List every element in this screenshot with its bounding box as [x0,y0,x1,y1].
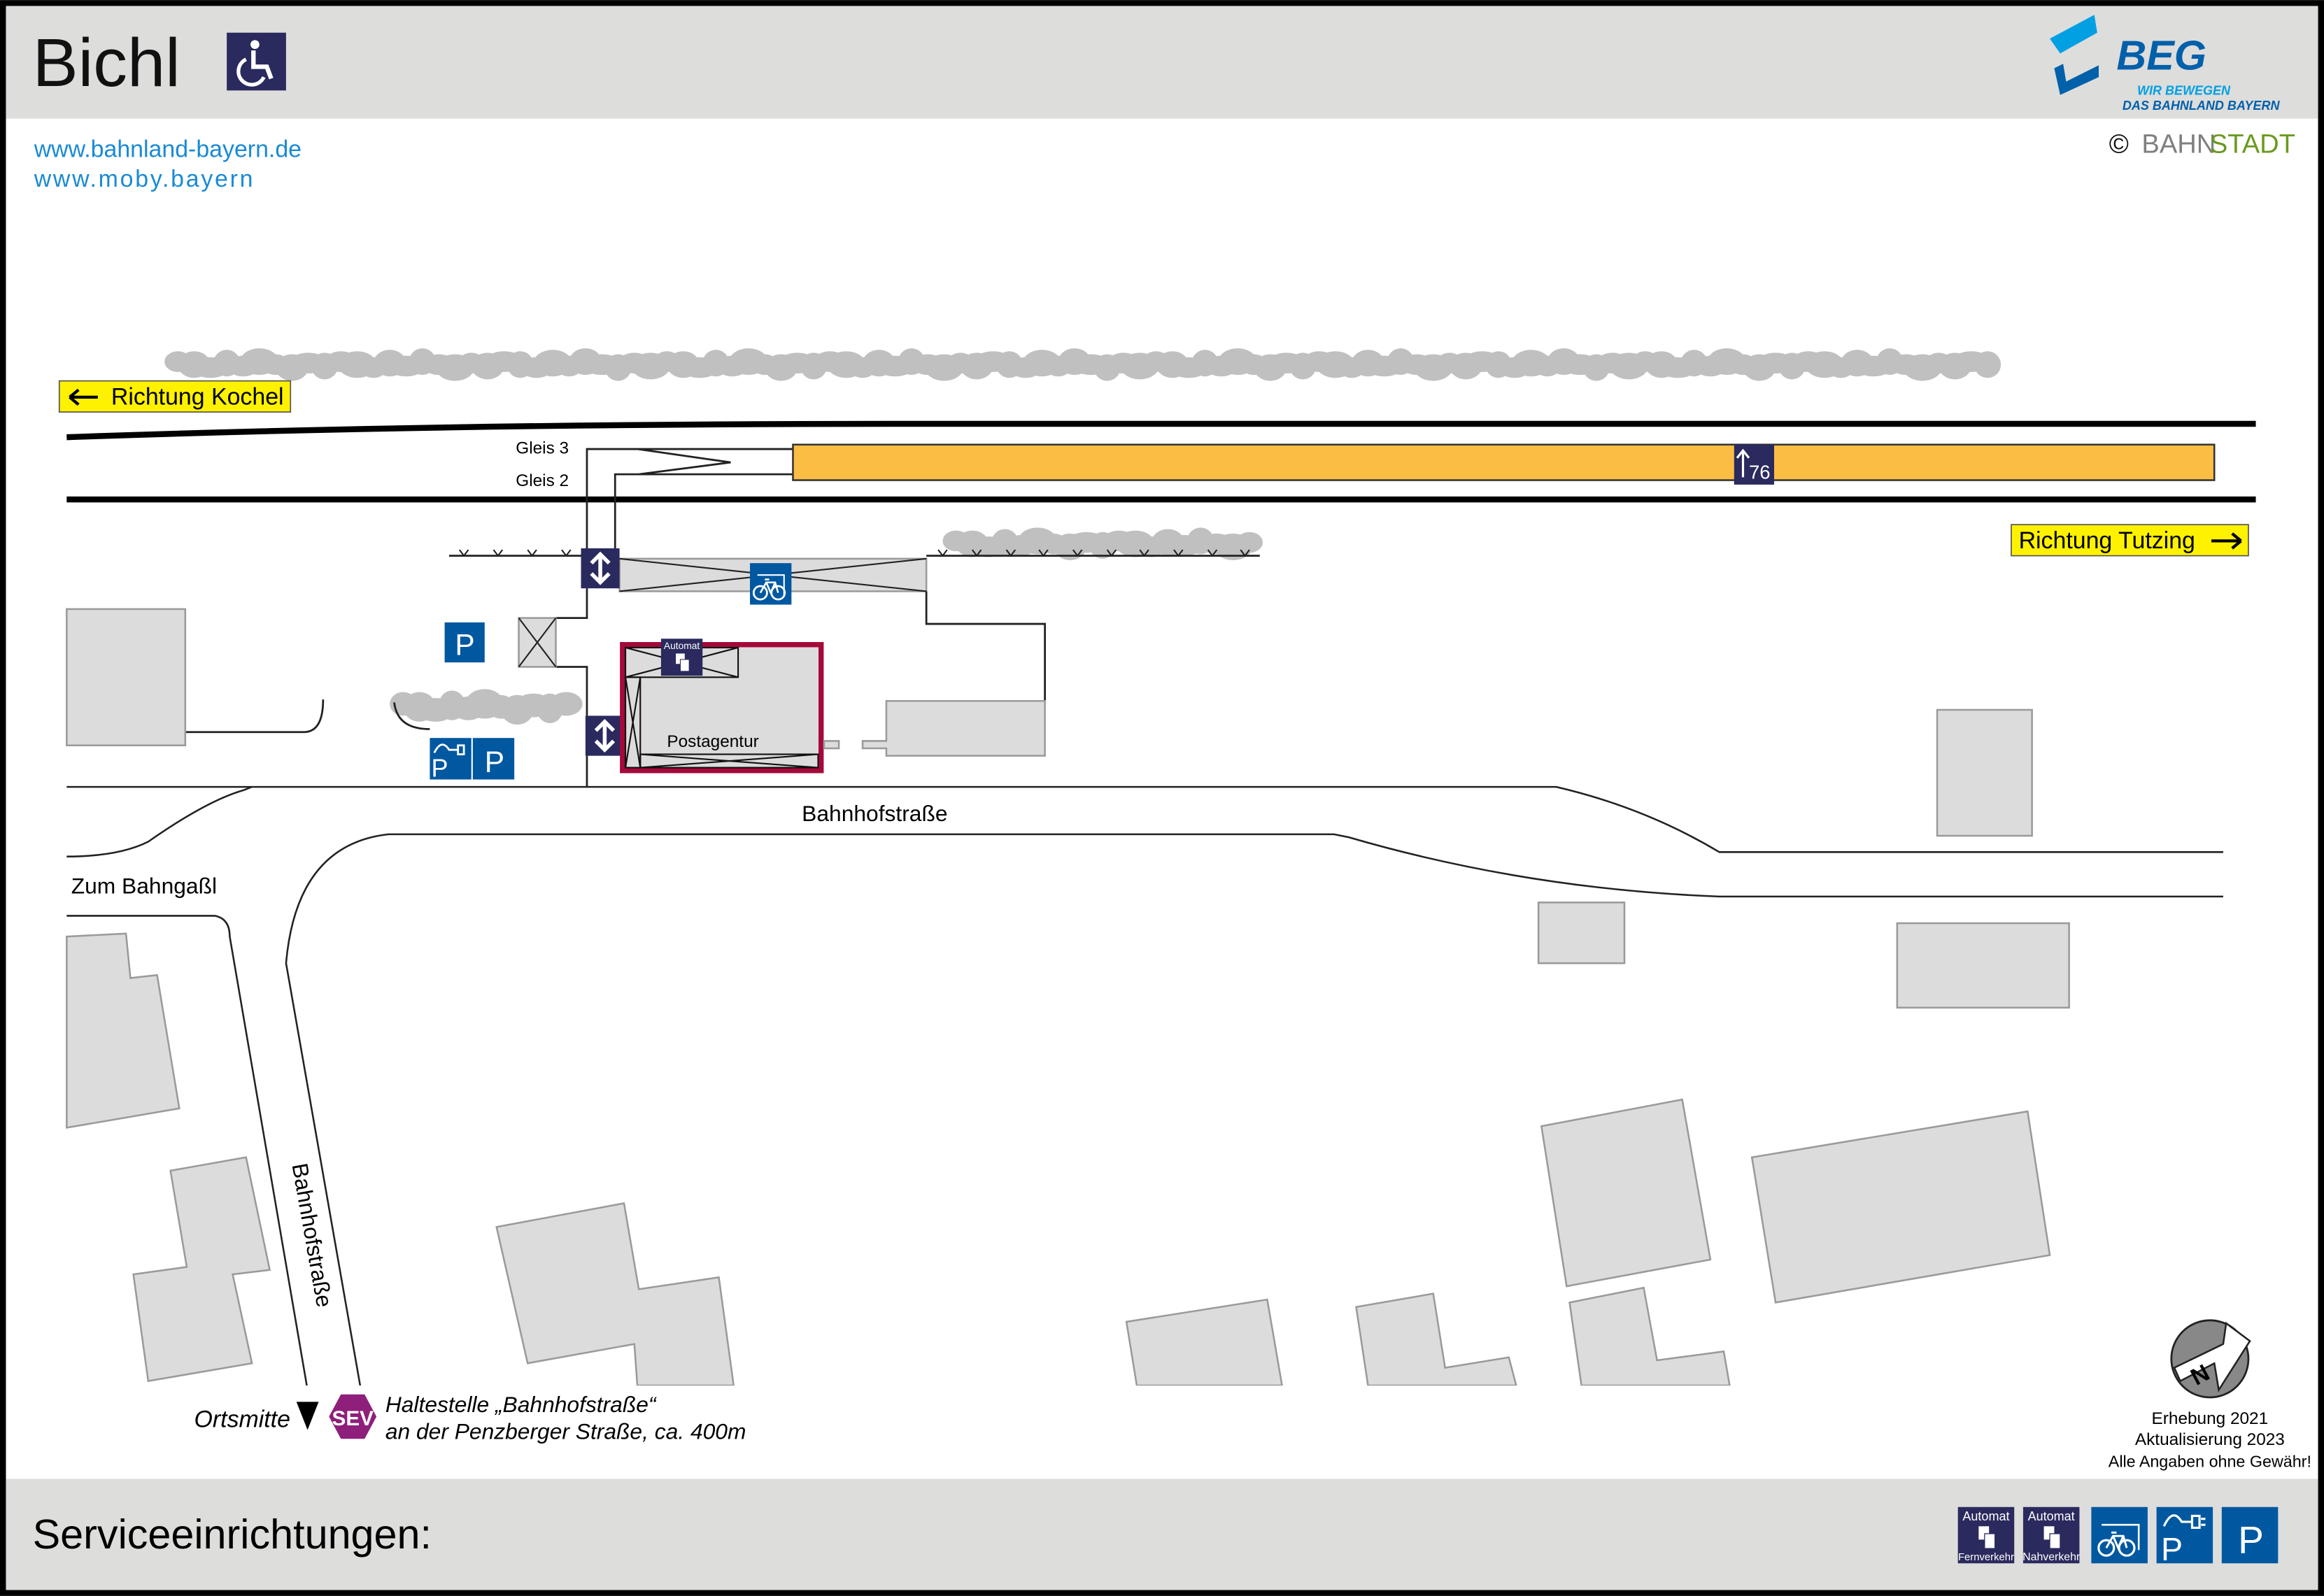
survey-year: Erhebung 2021 [2152,1409,2269,1428]
ev-parking-letter: P [2161,1531,2183,1567]
platform-access-path [586,448,793,549]
legend-strip [136,1385,1745,1442]
parking-letter: P [2238,1518,2264,1561]
link-moby-bayern[interactable]: www.moby.bayern [34,166,255,192]
sev-badge: SEV [329,1394,377,1439]
sev-badge-text: SEV [332,1407,374,1430]
beg-logo-text: BEG [2116,32,2206,79]
building-label: Postagentur [667,732,758,751]
parking-icon: P [444,622,485,663]
fence-post [1106,549,1117,557]
direction-tutzing: Richtung Tutzing [2011,524,2249,557]
disclaimer: Alle Angaben ohne Gewähr! [2109,1453,2311,1471]
service-label-top: Automat [2028,1509,2075,1523]
ticket-machine-nahverkehr-icon: Automat Nahverkehr [2022,1506,2081,1564]
fence-post [561,549,572,557]
tree [550,692,583,716]
copyright-bahnstadt: © BAHN STADT [2109,129,2295,159]
station-title: Bichl [33,24,180,101]
fence-post [1139,549,1149,557]
fence-post [937,549,948,557]
road-bahnhofstrasse-south [285,833,2223,1386]
platform [792,443,2216,481]
street-label-zum-bahngassl: Zum Bahngaßl [71,874,217,899]
track-label-gleis-3: Gleis 3 [516,439,569,457]
ev-parking-letter: P [432,753,448,782]
arrow-right-icon [2211,532,2242,550]
platform-height-badge: 76 [1734,444,1774,485]
ticket-machine-icon: Automat [660,639,703,676]
road-bahnhofstrasse-north [66,785,2223,857]
shelter-small [518,617,557,668]
footer-bar [6,1479,2318,1590]
fence-post [458,549,469,557]
arrow-left-icon [69,388,98,406]
tree-row-platform [942,527,1263,560]
building [861,699,1046,757]
street-label-bahnhofstrasse: Bahnhofstraße [802,801,947,826]
fence-post [1240,549,1250,557]
stairs-icon [581,548,620,588]
stairs-icon [586,715,624,755]
copyright-symbol: © [2109,129,2129,159]
ticket-machine-label: Automat [664,641,700,651]
tree [1235,532,1263,553]
service-label-bottom: Fernverkehr [1958,1552,2014,1563]
fence-post [1207,549,1218,557]
parking-icon: P [472,738,515,780]
platform-height-label: 76 [1749,461,1771,483]
beg-tagline-2: DAS BAHNLAND BAYERN [2123,99,2281,113]
parking-letter: P [455,629,474,662]
tree [1974,351,2001,378]
bike-parking-icon [2091,1506,2148,1564]
building-annex [823,740,840,750]
fence-post [527,549,537,557]
road-zum-bahngassl [66,915,308,1386]
tree-row-top [164,348,2001,381]
parking-edge [393,702,430,730]
track-gleis-3 [66,420,2256,441]
services-title: Serviceeinrichtungen: [33,1511,432,1558]
ev-parking-icon: P [2156,1506,2213,1567]
copyright-stadt: STADT [2210,129,2295,159]
link-bahnland-bayern[interactable]: www.bahnland-bayern.de [34,136,302,163]
driveway [185,699,325,734]
copyright-bahn: BAHN [2141,129,2216,159]
fence-post [493,549,504,557]
compass-icon: N [2170,1319,2251,1399]
fence-post [971,549,982,557]
fence-post [1072,549,1083,557]
sev-stop-name: Haltestelle „Bahnhofstraße“ [385,1392,657,1417]
beg-tagline-1: WIR BEWEGEN [2137,84,2231,98]
header-bar [6,6,2318,119]
sev-stop-location: an der Penzberger Straße, ca. 400m [385,1418,746,1444]
ev-parking-icon: P [430,738,472,782]
fence-post [1173,549,1184,557]
fence-post [1038,549,1049,557]
bike-parking-icon [750,563,792,605]
parking-letter: P [485,746,504,778]
station-building-postagentur: Postagentur [620,642,824,774]
town-center-label: Ortsmitte [194,1406,290,1432]
fence-marks [458,549,1250,557]
wheelchair-icon [227,32,286,91]
footpaths [555,588,1047,788]
beg-logo: BEG WIR BEWEGEN DAS BAHNLAND BAYERN [2050,15,2281,113]
service-label-top: Automat [1962,1509,2009,1523]
direction-tutzing-label: Richtung Tutzing [2019,527,2195,554]
service-label-bottom: Nahverkehr [2022,1551,2081,1563]
buildings [66,608,2070,1387]
fence-post [1005,549,1016,557]
track-label-gleis-2: Gleis 2 [516,471,569,490]
triangle-down-icon [296,1402,319,1430]
ticket-machine-fernverkehr-icon: Automat Fernverkehr [1957,1506,2015,1564]
update-year: Aktualisierung 2023 [2135,1430,2285,1449]
parking-icon: P [2221,1506,2279,1564]
direction-kochel: Richtung Kochel [58,380,292,413]
direction-kochel-label: Richtung Kochel [111,384,284,411]
tree-row-parking [390,689,583,725]
